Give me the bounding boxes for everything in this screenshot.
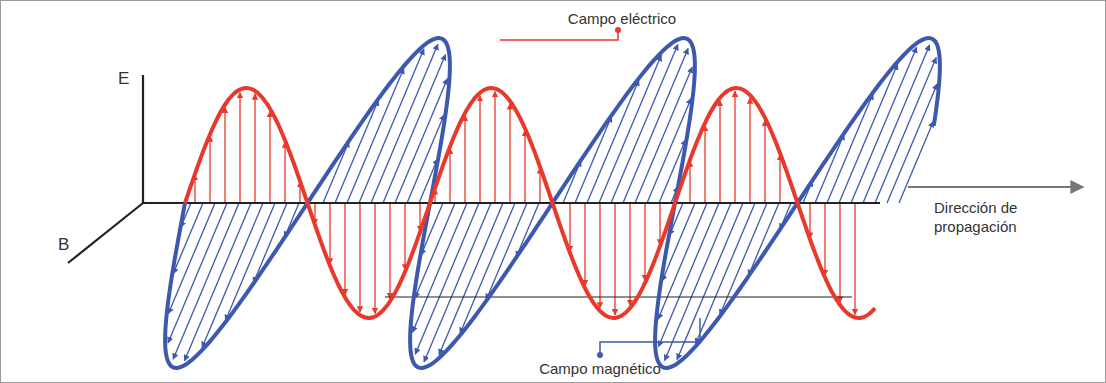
electric-vector xyxy=(599,203,600,308)
electric-vector xyxy=(644,203,645,281)
electric-vector xyxy=(329,203,330,264)
electric-vector xyxy=(824,203,825,276)
propagation-axis xyxy=(142,202,880,204)
electric-vector xyxy=(689,161,690,203)
electric-vector xyxy=(524,130,525,203)
electric-vector xyxy=(734,91,735,203)
magnetic-vector xyxy=(413,203,467,332)
electric-vector xyxy=(764,120,765,203)
electric-vector xyxy=(839,203,840,302)
magnetic-vector xyxy=(696,203,755,344)
electric-vector xyxy=(344,203,345,295)
e-axis xyxy=(142,75,144,204)
electric-vector xyxy=(779,154,780,203)
direction-label: Dirección de propagación xyxy=(934,199,1084,237)
magnetic-vector xyxy=(599,55,661,203)
magnetic-vector xyxy=(677,203,743,360)
leader-line xyxy=(500,30,618,40)
magnetic-vector xyxy=(347,68,404,203)
magnetic-wave xyxy=(165,38,940,368)
electric-vector xyxy=(704,125,705,203)
electric-vector xyxy=(509,104,510,203)
magnetic-vector xyxy=(899,121,933,203)
electric-vector xyxy=(494,92,495,203)
electric-wave xyxy=(185,88,875,318)
base-line xyxy=(385,296,852,297)
electric-vector xyxy=(479,96,480,203)
electric-vector xyxy=(374,203,375,314)
electric-vector xyxy=(719,101,720,203)
axis-label: B xyxy=(58,234,69,255)
magnetic-vector xyxy=(439,203,503,355)
field-label: Campo magnético xyxy=(539,360,661,379)
field-label: Campo eléctrico xyxy=(568,10,676,29)
electric-vector xyxy=(224,107,225,203)
electric-vector xyxy=(389,203,390,299)
electric-vector xyxy=(749,98,750,203)
electric-vector xyxy=(359,203,360,312)
magnetic-vector xyxy=(839,64,898,203)
electric-vector xyxy=(209,136,210,203)
electric-vector xyxy=(854,203,855,314)
axis-label: E xyxy=(118,68,129,89)
leader-dot xyxy=(615,27,621,33)
magnetic-vector xyxy=(665,203,731,361)
magnetic-vector xyxy=(851,47,917,203)
electric-vector xyxy=(464,115,465,203)
magnetic-vector xyxy=(359,49,424,203)
electric-vector xyxy=(569,203,570,252)
electric-vector xyxy=(659,203,660,245)
magnetic-vector xyxy=(887,84,937,203)
electric-vector xyxy=(269,111,270,203)
b-axis xyxy=(68,203,143,263)
magnetic-vector xyxy=(202,203,263,348)
magnetic-vector xyxy=(184,203,251,361)
electric-vector xyxy=(404,203,405,270)
electric-vector xyxy=(449,148,450,203)
magnetic-vector xyxy=(173,203,239,359)
leader-line xyxy=(600,318,700,355)
leader-dot xyxy=(597,352,603,358)
magnetic-vector xyxy=(168,203,227,343)
electric-vector xyxy=(239,92,240,203)
electric-vector xyxy=(254,94,255,203)
electric-vector xyxy=(629,203,630,305)
propagation-arrow xyxy=(908,186,1083,188)
electric-vector xyxy=(584,203,585,286)
electric-vector xyxy=(614,203,615,315)
electric-vector xyxy=(284,142,285,203)
